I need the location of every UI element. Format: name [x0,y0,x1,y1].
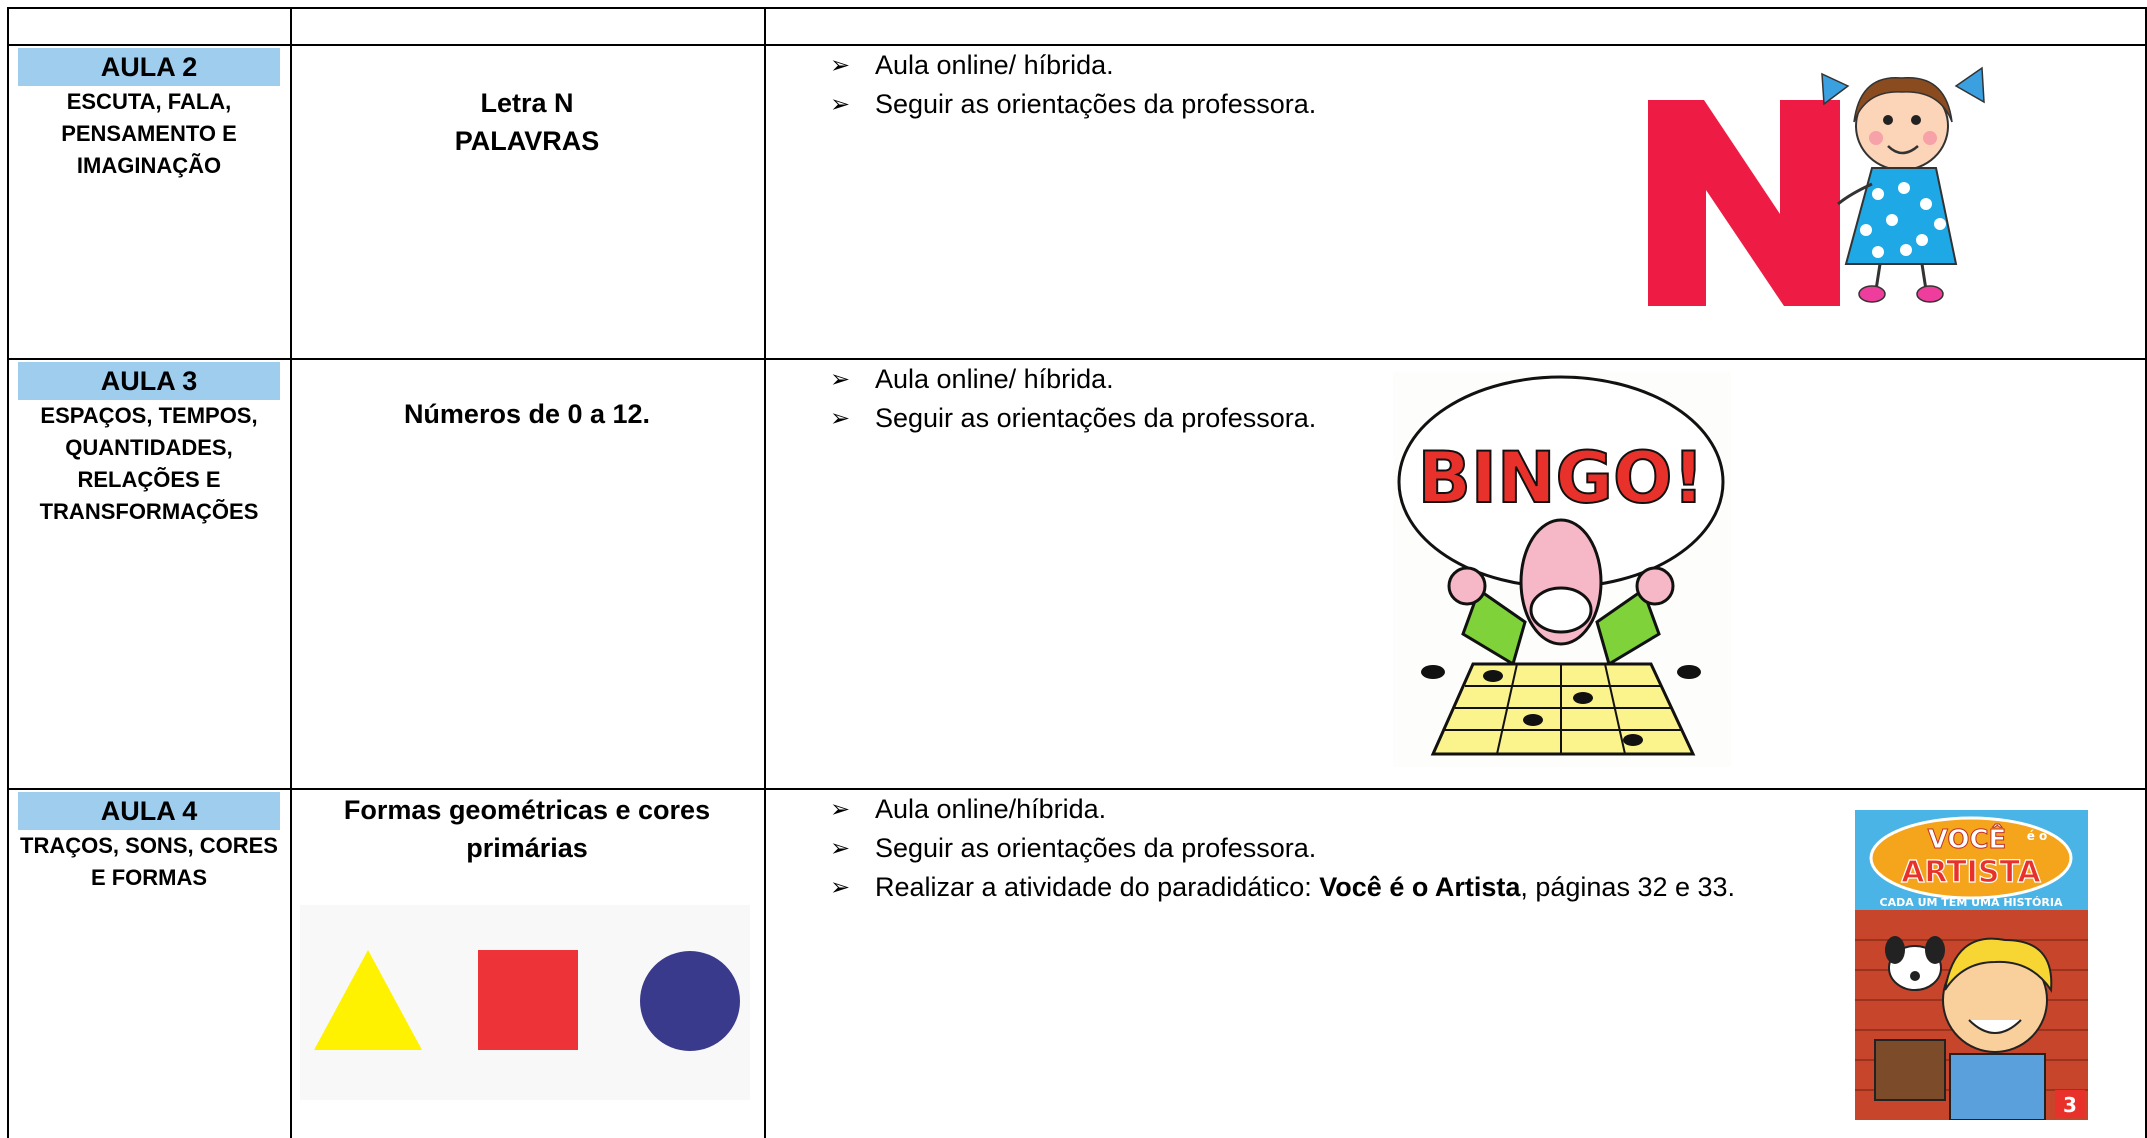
list-item: ➢Realizar a atividade do paradidático: V… [830,868,1735,907]
list-item: ➢Seguir as orientações da professora. [830,829,1735,868]
column-divider [2145,8,2147,1138]
lesson-topic: Letra N PALAVRAS [454,88,600,156]
list-item: ➢Aula online/ híbrida. [830,46,1316,85]
book-title-main: ARTISTA [1901,855,2041,890]
list-item: ➢Seguir as orientações da professora. [830,85,1316,124]
circle-shape [640,951,740,1051]
row-divider [7,358,2147,360]
geometric-shapes-illustration [300,905,750,1100]
book-title-top: VOCÊ [1928,823,2007,855]
lesson-topic: Formas geométricas e cores primárias [343,795,711,863]
square-shape [478,950,578,1050]
book-title-reference: Você é o Artista [1319,872,1521,902]
list-item: ➢Aula online/híbrida. [830,790,1735,829]
arrow-bullet-icon: ➢ [830,366,851,393]
list-item: ➢Aula online/ híbrida. [830,360,1316,399]
lesson-topic: Números de 0 a 12. [403,399,651,429]
column-divider [764,8,766,1138]
table-border-top [7,7,2147,9]
learning-area: ESCUTA, FALA, PENSAMENTO E IMAGINAÇÃO [61,89,237,178]
book-subtitle: CADA UM TEM UMA HISTÓRIA [1880,896,2063,909]
column-divider [7,8,9,1138]
learning-area: ESPAÇOS, TEMPOS, QUANTIDADES, RELAÇÕES E… [39,403,259,524]
book-title-small: é o [2027,829,2048,843]
list-item: ➢Seguir as orientações da professora. [830,399,1316,438]
row-divider [7,788,2147,790]
triangle-shape [314,950,422,1050]
column-divider [290,8,292,1138]
instruction-list: ➢Aula online/ híbrida. ➢Seguir as orient… [830,46,1316,124]
book-cover-illustration: VOCÊ é o ARTISTA CADA UM TEM UMA HISTÓRI… [1855,810,2088,1120]
learning-area: TRAÇOS, SONS, CORES E FORMAS [20,833,278,890]
arrow-bullet-icon: ➢ [830,796,851,823]
instruction-list: ➢Aula online/híbrida. ➢Seguir as orienta… [830,790,1735,907]
arrow-bullet-icon: ➢ [830,91,851,118]
arrow-bullet-icon: ➢ [830,874,851,901]
bingo-title: BINGO! [1418,437,1705,519]
arrow-bullet-icon: ➢ [830,835,851,862]
letter-n-girl-illustration [1648,66,1985,306]
bingo-illustration: BINGO! [1393,372,1731,767]
instruction-list: ➢Aula online/ híbrida. ➢Seguir as orient… [830,360,1316,438]
book-volume-number: 3 [2063,1093,2077,1117]
arrow-bullet-icon: ➢ [830,52,851,79]
aula-badge: AULA 4 [18,792,280,830]
aula-badge: AULA 2 [18,48,280,86]
arrow-bullet-icon: ➢ [830,405,851,432]
row-divider [7,44,2147,46]
aula-badge: AULA 3 [18,362,280,400]
